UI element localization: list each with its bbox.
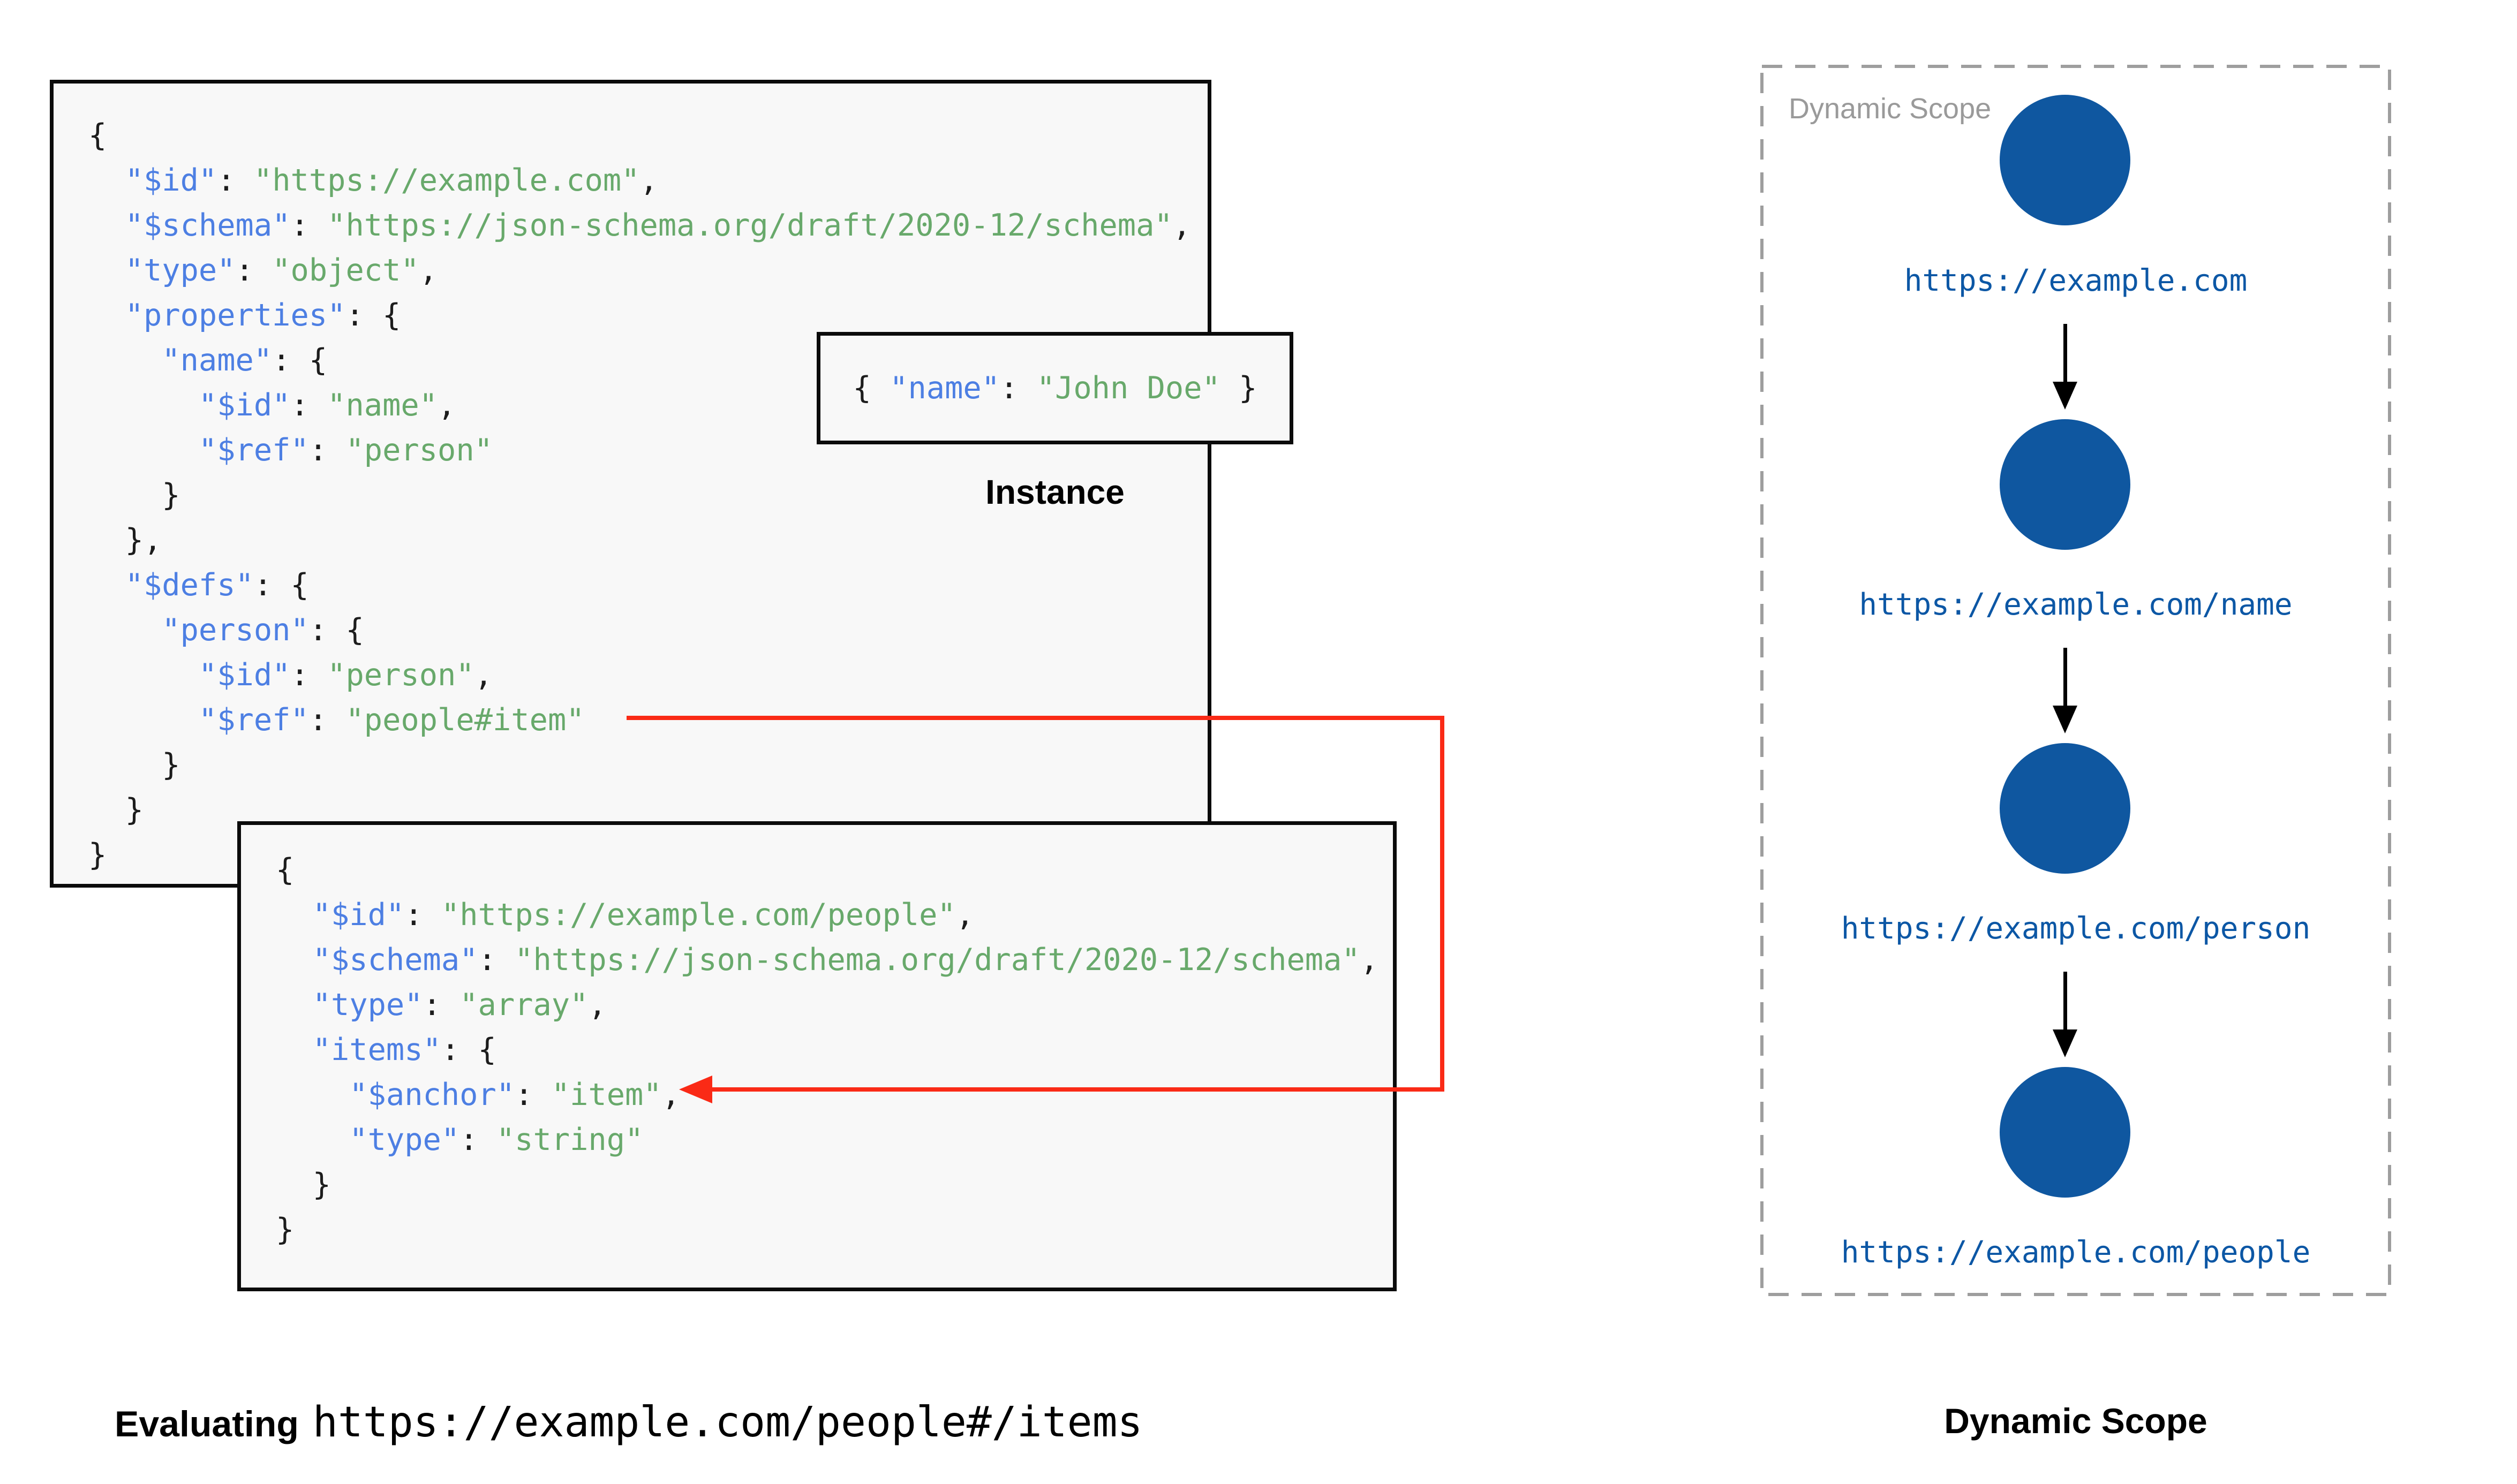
scope-node-circle-1 xyxy=(2000,95,2130,225)
dynamic-scope-title: Dynamic Scope xyxy=(1944,1401,2207,1441)
evaluating-caption: Evaluating https://example.com/people#/i… xyxy=(115,1398,1143,1447)
scope-node-url-2: https://example.com/name xyxy=(1859,587,2293,622)
scope-node-circle-3 xyxy=(2000,743,2130,874)
reference-arrow-segment-right xyxy=(1440,716,1444,1092)
arrow-down-line-2 xyxy=(2063,648,2067,706)
instance-label: Instance xyxy=(985,473,1125,511)
arrow-down-line-3 xyxy=(2063,972,2067,1029)
evaluating-uri: https://example.com/people#/items xyxy=(312,1398,1143,1447)
scope-node-circle-4 xyxy=(2000,1067,2130,1198)
instance-code: { "name": "John Doe" } xyxy=(853,370,1257,406)
reference-arrow-segment-bottom xyxy=(712,1087,1444,1092)
reference-arrow-segment-top xyxy=(627,716,1444,720)
dynamic-scope-box xyxy=(1760,65,2391,1296)
reference-arrowhead-left-icon xyxy=(679,1076,712,1103)
arrow-down-icon xyxy=(2053,382,2077,410)
arrow-down-icon xyxy=(2053,706,2077,733)
arrow-down-line-1 xyxy=(2063,324,2067,382)
arrow-down-icon xyxy=(2053,1029,2077,1057)
schema-root-code-block: { "$id": "https://example.com", "$schema… xyxy=(50,80,1211,888)
evaluating-label: Evaluating xyxy=(115,1404,299,1444)
schema-root-code: { "$id": "https://example.com", "$schema… xyxy=(88,118,1192,873)
schema-people-code-block: { "$id": "https://example.com/people", "… xyxy=(237,821,1397,1291)
scope-node-url-3: https://example.com/person xyxy=(1841,911,2311,946)
dynamic-scope-watermark: Dynamic Scope xyxy=(1789,93,1992,125)
instance-box: { "name": "John Doe" } xyxy=(817,332,1293,444)
scope-node-circle-2 xyxy=(2000,419,2130,550)
schema-people-code: { "$id": "https://example.com/people", "… xyxy=(276,852,1379,1247)
scope-node-url-4: https://example.com/people xyxy=(1841,1235,2311,1270)
scope-node-url-1: https://example.com xyxy=(1904,263,2248,298)
